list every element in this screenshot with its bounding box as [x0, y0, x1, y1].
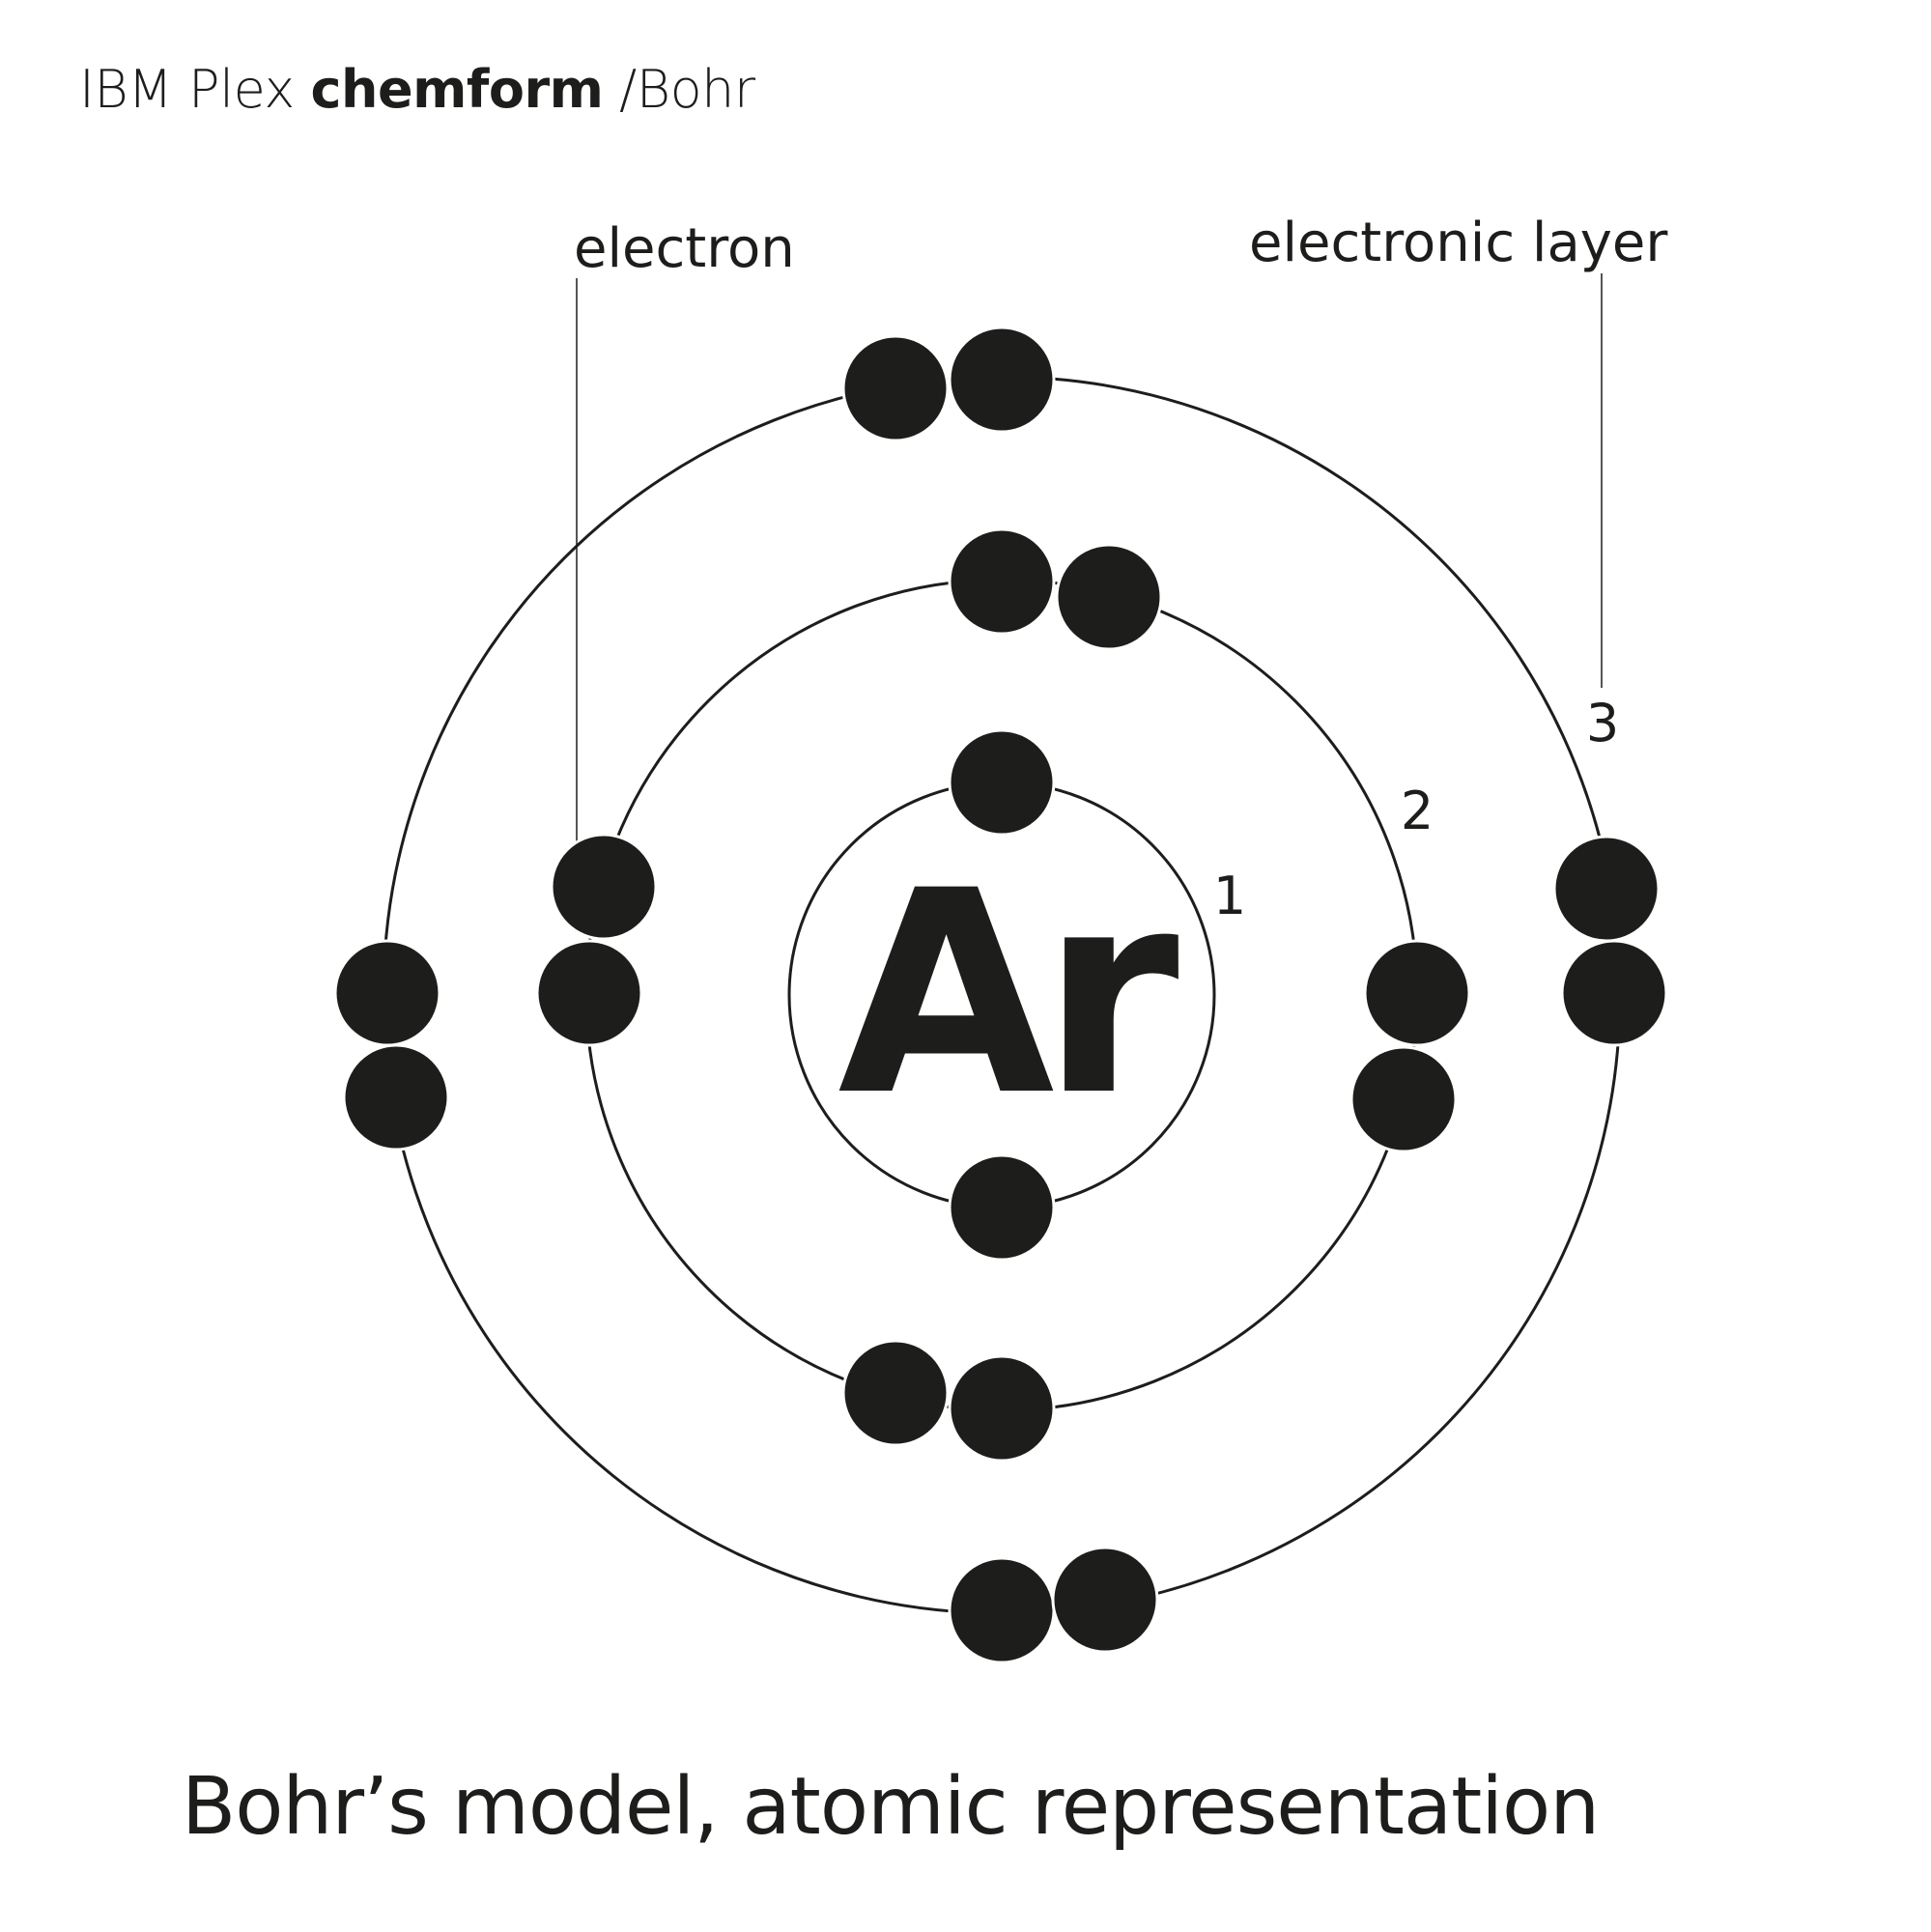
shell-label-1: 1	[1213, 866, 1246, 926]
electron-shell-2	[841, 1339, 950, 1447]
electron-shell-2	[1363, 939, 1471, 1047]
diagram-caption: Bohr’s model, atomic representation	[182, 1761, 1600, 1853]
electron-shell-3	[948, 326, 1056, 434]
header-style: Bohr	[636, 59, 755, 120]
header-product: chemform	[310, 59, 604, 120]
electron-shell-2	[535, 939, 643, 1047]
header-separator: /	[619, 59, 637, 120]
electron-shell-2	[1055, 543, 1163, 651]
electron-shell-2	[1349, 1045, 1458, 1153]
electron-shell-2	[550, 833, 658, 941]
electron-shell-2	[948, 1354, 1056, 1463]
header-family: IBM Plex	[79, 59, 295, 120]
electron-shell-3	[333, 939, 441, 1047]
shell-label-3: 3	[1586, 693, 1619, 753]
electron-shell-3	[1552, 835, 1661, 943]
electron-shell-2	[948, 527, 1056, 636]
electron-shell-3	[342, 1043, 450, 1151]
electron-shell-3	[1051, 1546, 1159, 1654]
electron-shell-3	[841, 334, 950, 442]
electron-callout-label: electron	[574, 217, 795, 280]
electron-shell-3	[948, 1556, 1056, 1664]
shell-label-2: 2	[1401, 781, 1434, 841]
element-symbol: Ar	[838, 832, 1180, 1157]
electron-shell-3	[1560, 939, 1668, 1047]
page-header: IBM Plex chemform /Bohr	[79, 64, 755, 116]
electron-shell-1	[948, 728, 1056, 837]
electron-shell-1	[948, 1153, 1056, 1262]
layer-callout-label: electronic layer	[1249, 212, 1668, 274]
